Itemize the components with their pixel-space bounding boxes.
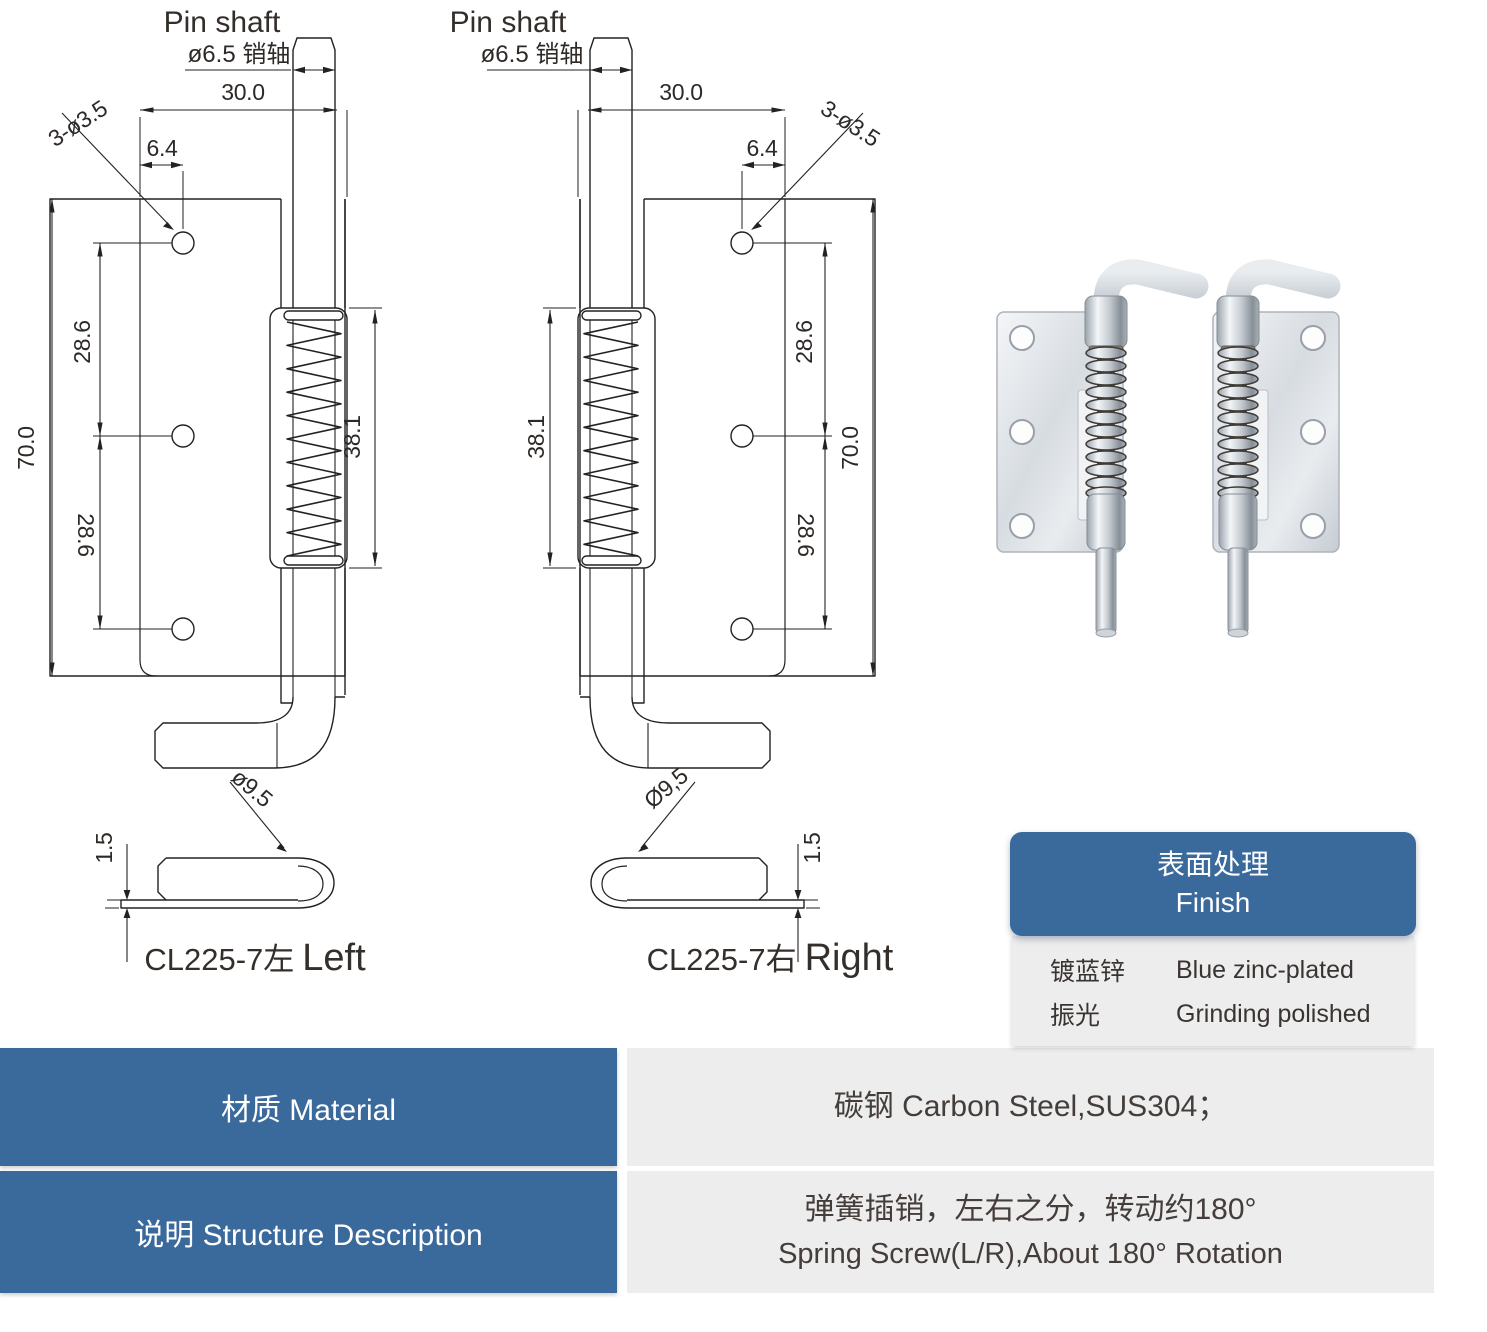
- drawing-left-title: Pin shaft: [164, 6, 281, 39]
- photo-pin: [1095, 547, 1117, 635]
- dim-thickness-right: 1.5: [799, 832, 825, 863]
- finish-table: 表面处理 Finish 镀蓝锌 Blue zinc-plated 振光 Grin…: [1010, 832, 1416, 1046]
- photo-pin-tip: [1095, 628, 1117, 638]
- material-label: 材质 Material: [0, 1048, 617, 1166]
- dim-pin-dia-left: ø6.5 销轴: [188, 41, 291, 68]
- caption-right-code: CL225-7右: [647, 942, 797, 977]
- photo-spring: [1217, 346, 1259, 500]
- dim-thickness-left: 1.5: [91, 832, 117, 863]
- description-label: 说明 Structure Description: [0, 1171, 617, 1293]
- photo-pin-tip: [1227, 628, 1249, 638]
- photo-pin: [1227, 547, 1249, 635]
- description-value-zh: 弹簧插销，左右之分，转动约180°: [804, 1193, 1257, 1226]
- finish-row-en: Blue zinc-plated: [1176, 955, 1354, 984]
- caption-left-side: Left: [302, 937, 366, 979]
- finish-header-en: Finish: [1175, 887, 1251, 918]
- dim-hole-offset-right: 6.4: [746, 135, 778, 161]
- dim-pin-dia-right: ø6.5 销轴: [481, 41, 584, 68]
- description-value: 弹簧插销，左右之分，转动约180° Spring Screw(L/R),Abou…: [627, 1171, 1434, 1293]
- finish-row-en: Grinding polished: [1176, 999, 1371, 1028]
- dim-width-left: 30.0: [221, 79, 265, 105]
- material-value-text: 碳钢 Carbon Steel,SUS304；: [833, 1090, 1228, 1123]
- finish-row: 镀蓝锌 Blue zinc-plated: [1050, 948, 1414, 992]
- dim-holes-right: 3-ø3.5: [816, 95, 884, 152]
- dim-pitch-bottom-right: 28.6: [793, 513, 819, 557]
- dim-hook-right: Ø9,5: [639, 762, 693, 813]
- dim-width-right: 30.0: [659, 79, 703, 105]
- dim-hole-offset-left: 6.4: [146, 135, 178, 161]
- dim-pitch-top-left: 28.6: [69, 320, 95, 364]
- drawing-left: Pin shaft ø6.5 销轴 30.0 6.4 3-ø3.5 70.0 2…: [13, 6, 382, 979]
- dim-hook-left: ø9.5: [227, 764, 278, 813]
- finish-row-zh: 振光: [1050, 1002, 1101, 1030]
- product-photo: [996, 259, 1341, 638]
- photo-sleeve-bottom: [1086, 493, 1126, 551]
- dim-height-left: 70.0: [13, 426, 39, 470]
- description-value-en: Spring Screw(L/R),About 180° Rotation: [778, 1238, 1283, 1270]
- finish-table-body: 镀蓝锌 Blue zinc-plated 振光 Grinding polishe…: [1012, 936, 1414, 1046]
- dim-spring-right: 38.1: [523, 415, 549, 459]
- photo-sleeve-top: [1084, 295, 1128, 349]
- photo-holes: [1300, 325, 1326, 539]
- finish-row-zh: 镀蓝锌: [1050, 958, 1126, 986]
- dim-pitch-top-right: 28.6: [791, 320, 817, 364]
- caption-left-code: CL225-7左: [144, 942, 294, 977]
- dim-pitch-bottom-left: 28.6: [73, 513, 99, 557]
- photo-sleeve-top: [1216, 295, 1260, 349]
- photo-holes: [1009, 325, 1035, 539]
- drawing-right: Pin shaft ø6.5 销轴 30.0 6.4 3-ø3.5 70.0 2…: [450, 6, 894, 979]
- dim-spring-left: 38.1: [339, 415, 365, 459]
- finish-header-zh: 表面处理: [1156, 849, 1269, 880]
- photo-sleeve-bottom: [1218, 493, 1258, 551]
- dim-holes-left: 3-ø3.5: [43, 95, 111, 152]
- latch-photo-right: [1212, 259, 1341, 638]
- finish-table-header: 表面处理 Finish: [1010, 832, 1416, 936]
- caption-right-side: Right: [805, 937, 894, 979]
- drawing-right-title: Pin shaft: [450, 6, 567, 39]
- finish-row: 振光 Grinding polished: [1050, 992, 1414, 1036]
- material-value: 碳钢 Carbon Steel,SUS304；: [627, 1048, 1434, 1166]
- dim-height-right: 70.0: [837, 426, 863, 470]
- latch-photo-left: [996, 259, 1209, 638]
